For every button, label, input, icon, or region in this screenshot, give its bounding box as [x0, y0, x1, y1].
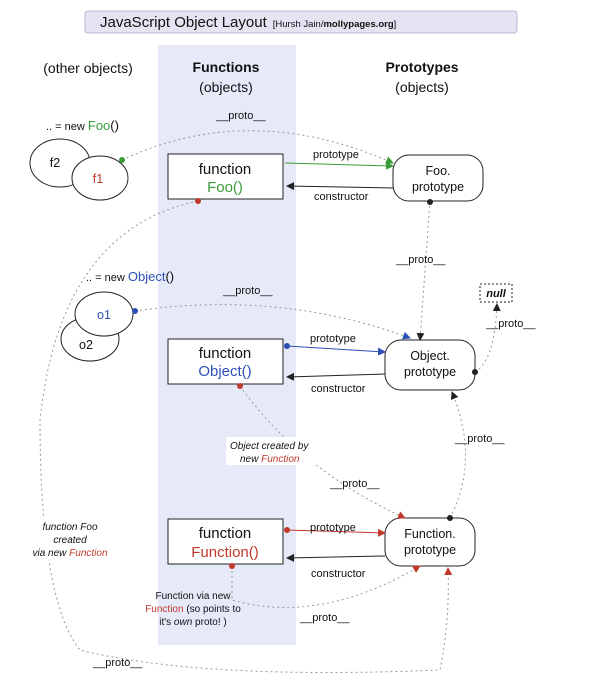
- function-prototype-node: [384, 517, 476, 567]
- f1-instance: [71, 155, 129, 201]
- title-text: JavaScript Object Layout[Hursh Jain/moll…: [100, 14, 396, 31]
- foo-prototype-line2: prototype: [412, 180, 464, 194]
- function-prototype-proto-link: [449, 391, 466, 519]
- foo-prototype-proto-link: [416, 200, 431, 341]
- function-self-proto-dot: [229, 563, 235, 569]
- f1-proto-label: __proto__: [215, 110, 266, 122]
- f1-proto-link: [121, 130, 394, 164]
- null-label: null: [486, 288, 506, 300]
- object-created-note-bg: [226, 437, 322, 465]
- object-created-note-line1: Object created by: [230, 441, 309, 452]
- foo-constructor-arrow: [286, 182, 394, 191]
- object-prototype-dot: [284, 343, 290, 349]
- function-prototype-dot: [284, 527, 290, 533]
- object-created-note-line2: new Function: [240, 454, 300, 465]
- function-prototype-line2: prototype: [404, 543, 456, 557]
- o1-proto-link: [134, 304, 411, 340]
- function-prototype-arrow: [286, 528, 386, 537]
- object-prototype-arrow: [286, 345, 386, 356]
- functions-subheader: (objects): [199, 79, 253, 95]
- function-self-proto-label: __proto__: [299, 612, 350, 624]
- object-prototype-null-label: __proto__: [485, 318, 536, 330]
- function-foo-line1: function: [199, 161, 252, 178]
- o2-label: o2: [79, 338, 93, 352]
- function-self-proto-link: [231, 565, 421, 608]
- function-object-line2: Object(): [198, 363, 251, 380]
- foo-created-note-line1: function Foo: [42, 522, 97, 533]
- object-prototype-line2: prototype: [404, 365, 456, 379]
- null-node: [479, 283, 513, 303]
- object-prototype-node: [384, 339, 476, 391]
- function-prototype-proto-label: __proto__: [454, 433, 505, 445]
- function-object-line1: function: [199, 345, 252, 362]
- o1-label: o1: [97, 308, 111, 322]
- prototypes-header: Prototypes: [385, 59, 458, 75]
- o1-proto-label: __proto__: [222, 285, 273, 297]
- object-prototype-line1: Object.: [410, 349, 450, 363]
- foo-constructor-label: constructor: [314, 191, 369, 203]
- foo-created-note-bg: [28, 518, 114, 560]
- function-function-line2: Function(): [191, 544, 259, 561]
- function-via-note-line2: Function (so points to: [145, 604, 241, 615]
- foo-created-note-line3: via new Function: [32, 548, 107, 559]
- foo-prototype-label: prototype: [313, 149, 359, 161]
- function-function-line1: function: [199, 525, 252, 542]
- f1-proto-dot: [119, 157, 125, 163]
- prototypes-subheader: (objects): [395, 79, 449, 95]
- f1-label: f1: [93, 172, 103, 186]
- foo-prototype-proto-label: __proto__: [395, 254, 446, 266]
- foo-fn-proto-link: [39, 200, 453, 673]
- other-objects-header: (other objects): [43, 60, 132, 76]
- f2-label: f2: [50, 156, 60, 170]
- object-fn-proto-dot: [237, 383, 243, 389]
- function-via-note-line1: Function via new: [155, 591, 231, 602]
- function-constructor-arrow: [286, 553, 386, 562]
- foo-prototype-node: [392, 154, 484, 202]
- function-object-box: [167, 338, 284, 385]
- object-prototype-label: prototype: [310, 333, 356, 345]
- new-object-caption: .. = new Object(): [86, 269, 174, 284]
- o1-instance: [74, 291, 134, 337]
- foo-prototype-proto-dot: [427, 199, 433, 205]
- foo-fn-proto-dot: [195, 198, 201, 204]
- function-foo-line2: Foo(): [207, 179, 243, 196]
- object-prototype-null-link: [474, 303, 501, 373]
- function-via-note-line3: it's own proto! ): [159, 617, 227, 628]
- function-prototype-proto-dot: [447, 515, 453, 521]
- object-fn-proto-label: __proto__: [329, 478, 380, 490]
- function-function-box: [167, 518, 284, 565]
- function-constructor-label: constructor: [311, 568, 366, 580]
- foo-prototype-line1: Foo.: [425, 164, 450, 178]
- new-foo-caption: .. = new Foo(): [46, 118, 119, 133]
- object-prototype-null-dot: [472, 369, 478, 375]
- object-constructor-label: constructor: [311, 383, 366, 395]
- foo-created-note-line2: created: [53, 535, 87, 546]
- functions-header: Functions: [193, 59, 260, 75]
- function-prototype-label: prototype: [310, 522, 356, 534]
- function-foo-box: [167, 153, 284, 200]
- object-fn-proto-link: [239, 385, 406, 519]
- o1-proto-dot: [132, 308, 138, 314]
- function-prototype-line1: Function.: [404, 527, 455, 541]
- foo-fn-proto-label: __proto__: [92, 657, 143, 669]
- foo-prototype-arrow: [284, 161, 394, 170]
- object-constructor-arrow: [286, 372, 386, 381]
- title-bar: [84, 10, 518, 34]
